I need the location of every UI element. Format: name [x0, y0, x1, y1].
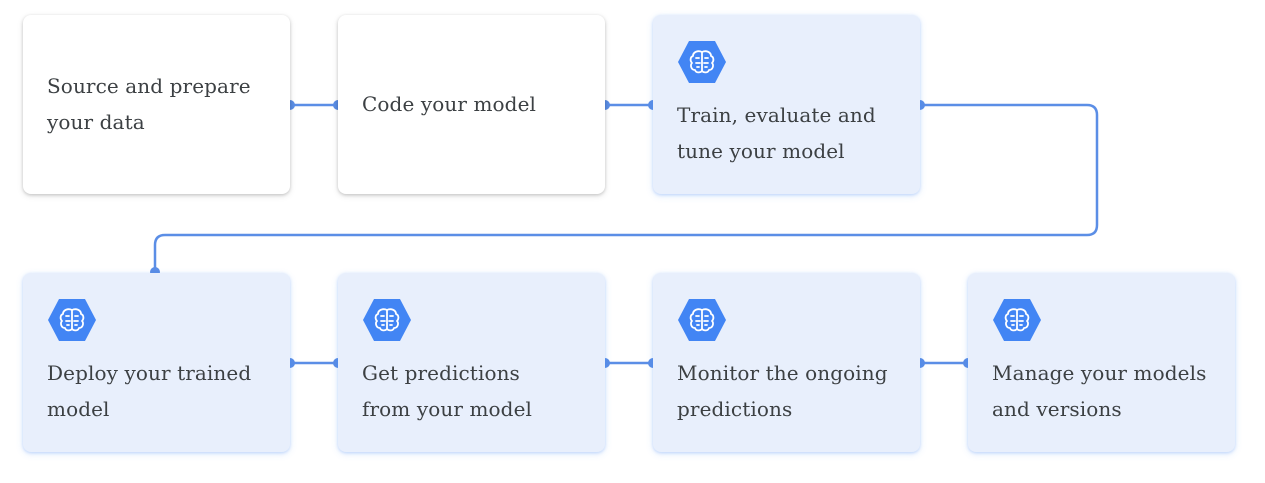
step-label-line: and versions: [992, 397, 1122, 421]
connector-3-4: [153, 103, 1099, 274]
step-label: Train, evaluate and tune your model: [677, 97, 902, 169]
ai-platform-brain-icon: [48, 299, 96, 341]
ai-platform-brain-icon: [678, 41, 726, 83]
step-label-line: predictions: [677, 397, 793, 421]
ai-platform-brain-icon: [993, 299, 1041, 341]
step-label-line: your data: [47, 110, 145, 134]
step-label-line: Manage your models: [992, 361, 1207, 385]
step-label: Get predictions from your model: [362, 355, 587, 427]
step-label: Monitor the ongoing predictions: [677, 355, 902, 427]
step-label: Source and prepare your data: [47, 68, 272, 140]
step-label-line: from your model: [362, 397, 533, 421]
ai-platform-brain-icon: [363, 299, 411, 341]
step-card-code-model: Code your model: [338, 15, 605, 194]
step-label-line: Deploy your trained: [47, 361, 252, 385]
step-label-line: Source and prepare: [47, 74, 251, 98]
step-card-train-model: Train, evaluate and tune your model: [653, 15, 920, 194]
step-card-source-data: Source and prepare your data: [23, 15, 290, 194]
ai-platform-brain-icon: [678, 299, 726, 341]
step-label-line: Code your model: [362, 92, 537, 116]
step-label: Manage your models and versions: [992, 355, 1217, 427]
step-label-line: model: [47, 397, 110, 421]
step-card-deploy-model: Deploy your trained model: [23, 273, 290, 452]
step-label-line: tune your model: [677, 139, 845, 163]
step-card-manage-models: Manage your models and versions: [968, 273, 1235, 452]
step-label-line: Monitor the ongoing: [677, 361, 888, 385]
step-label: Deploy your trained model: [47, 355, 272, 427]
step-label-line: Get predictions: [362, 361, 520, 385]
step-label-line: Train, evaluate and: [677, 103, 876, 127]
step-card-monitor-predictions: Monitor the ongoing predictions: [653, 273, 920, 452]
step-label: Code your model: [362, 86, 587, 122]
step-card-get-predictions: Get predictions from your model: [338, 273, 605, 452]
